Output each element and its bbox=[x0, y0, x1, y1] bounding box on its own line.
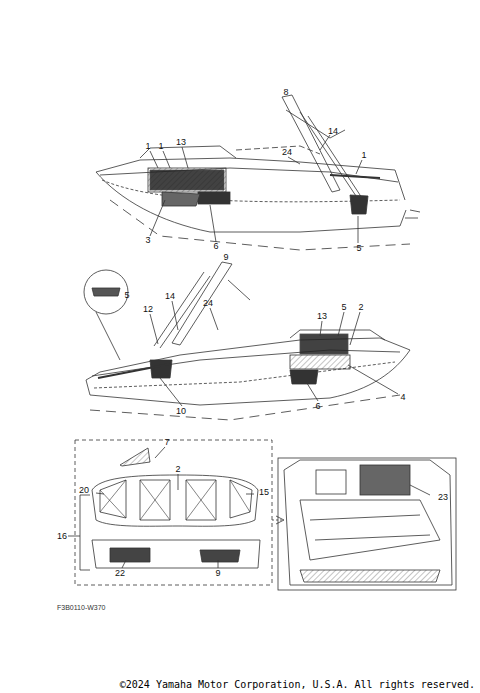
callout-number: 9 bbox=[214, 568, 221, 579]
callout-number: 23 bbox=[437, 492, 449, 503]
callout-number: 8 bbox=[282, 87, 289, 98]
callout-number: 4 bbox=[399, 392, 406, 403]
callout-number: 7 bbox=[163, 437, 170, 448]
callout-number: 9 bbox=[222, 252, 229, 263]
callout-number: 6 bbox=[212, 241, 219, 252]
figure-code: F3B0110-W370 bbox=[56, 603, 107, 612]
callout-number: 16 bbox=[56, 531, 68, 542]
callout-number: 24 bbox=[281, 147, 293, 158]
callout-number: 5 bbox=[123, 290, 130, 301]
callout-number: 13 bbox=[316, 311, 328, 322]
callout-number: 2 bbox=[357, 302, 364, 313]
interior-view bbox=[278, 458, 456, 590]
callout-number: 1 bbox=[144, 141, 151, 152]
callout-number: 20 bbox=[78, 485, 90, 496]
callout-number: 15 bbox=[258, 487, 270, 498]
callout-number: 13 bbox=[175, 137, 187, 148]
callout-number: 6 bbox=[314, 401, 321, 412]
callout-number: 1 bbox=[157, 141, 164, 152]
copyright-note: ©2024 Yamaha Motor Corporation, U.S.A. A… bbox=[119, 679, 476, 691]
callout-number: 12 bbox=[142, 304, 154, 315]
callout-number: 5 bbox=[340, 302, 347, 313]
middle-boat bbox=[84, 262, 410, 420]
callout-number: 22 bbox=[114, 568, 126, 579]
callout-number: 5 bbox=[355, 243, 362, 254]
callout-number: 3 bbox=[144, 235, 151, 246]
callout-number: 14 bbox=[164, 291, 176, 302]
top-boat bbox=[96, 95, 420, 250]
callout-number: 24 bbox=[202, 298, 214, 309]
callout-number: 1 bbox=[360, 150, 367, 161]
callout-number: 14 bbox=[327, 126, 339, 137]
callout-number: 10 bbox=[175, 406, 187, 417]
callout-number: 2 bbox=[174, 464, 181, 475]
mat-set bbox=[68, 440, 284, 585]
